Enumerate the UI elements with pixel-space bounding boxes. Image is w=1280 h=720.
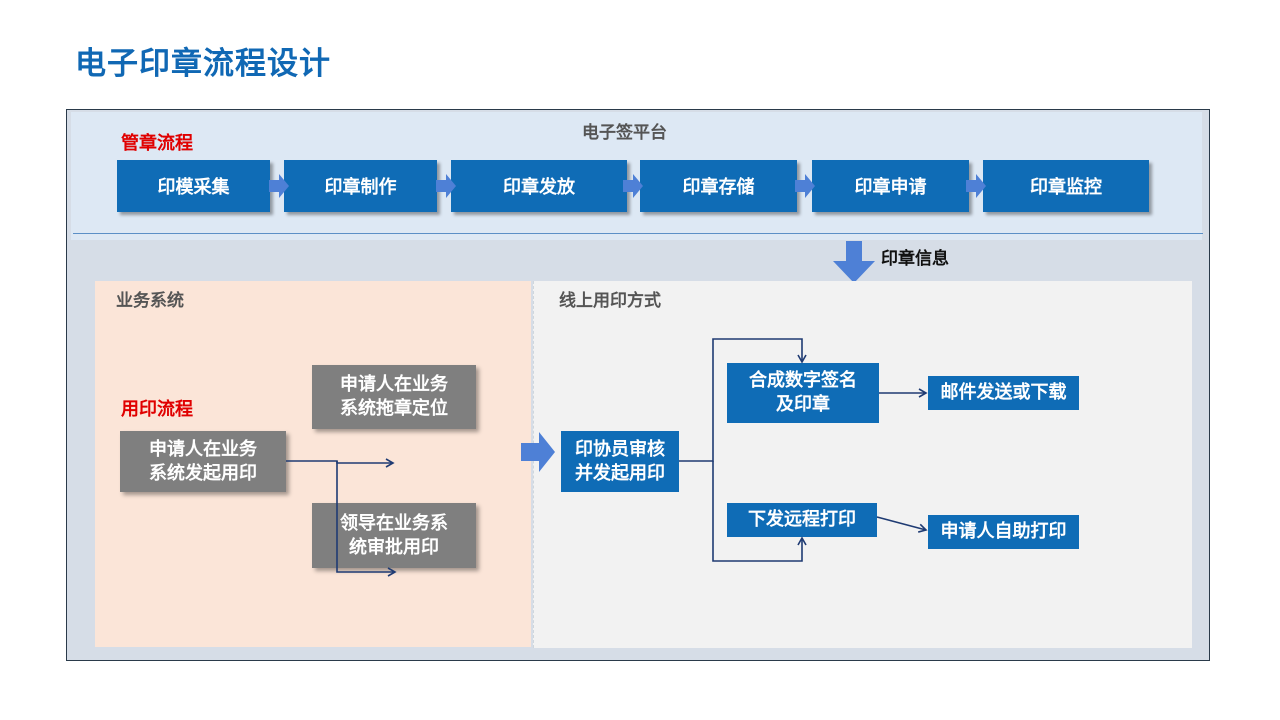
- drag-seal-position-box[interactable]: 申请人在业务系统拖章定位: [312, 365, 476, 429]
- arrow-right-icon: [521, 432, 555, 472]
- business-system-title: 业务系统: [116, 291, 184, 311]
- leader-approval-box[interactable]: 领导在业务系统审批用印: [312, 503, 476, 568]
- step-label: 印章存储: [682, 177, 755, 198]
- box-label: 邮件发送或下载: [940, 382, 1067, 403]
- platform-divider: [73, 233, 1203, 234]
- step-seal-mold-collection[interactable]: 印模采集: [117, 160, 270, 212]
- connector-to-self-print: [876, 516, 928, 533]
- page-title: 电子印章流程设计: [75, 46, 331, 82]
- arrow-right-icon: [436, 174, 456, 198]
- connector-to-remote-print: [712, 461, 807, 562]
- box-line: 系统发起用印: [149, 462, 257, 484]
- step-label: 印章制作: [324, 177, 397, 198]
- email-or-download-box[interactable]: 邮件发送或下载: [928, 376, 1079, 410]
- step-label: 印章发放: [503, 177, 575, 198]
- platform-title: 电子签平台: [582, 123, 667, 143]
- arrow-down-icon: [833, 241, 875, 283]
- step-label: 印章申请: [854, 177, 927, 198]
- box-line: 申请人在业务: [149, 438, 257, 460]
- box-line: 统审批用印: [349, 536, 439, 558]
- step-seal-application[interactable]: 印章申请: [812, 160, 969, 212]
- box-line: 印协员审核: [575, 438, 665, 460]
- seal-info-label: 印章信息: [881, 249, 949, 269]
- step-seal-production[interactable]: 印章制作: [284, 160, 437, 212]
- connector-to-compose: [679, 338, 807, 462]
- connector-to-drag-seal: [286, 458, 395, 468]
- step-seal-monitoring[interactable]: 印章监控: [983, 160, 1149, 212]
- self-service-print-box[interactable]: 申请人自助打印: [928, 515, 1079, 549]
- arrow-right-icon: [269, 174, 289, 198]
- step-label: 印章监控: [1030, 177, 1102, 198]
- seal-management-label: 管章流程: [121, 133, 193, 154]
- box-line: 及印章: [776, 394, 830, 415]
- box-line: 申请人在业务: [340, 374, 448, 395]
- seal-officer-review-box[interactable]: 印协员审核并发起用印: [561, 431, 679, 492]
- remote-print-box[interactable]: 下发远程打印: [727, 503, 877, 537]
- arrow-right-icon: [623, 174, 643, 198]
- connector-to-approval: [336, 461, 397, 577]
- box-label: 申请人自助打印: [940, 521, 1067, 542]
- box-label: 下发远程打印: [748, 509, 856, 530]
- online-seal-title: 线上用印方式: [559, 291, 661, 311]
- step-seal-storage[interactable]: 印章存储: [640, 160, 797, 212]
- box-line: 合成数字签名: [749, 370, 857, 391]
- seal-usage-process-label: 用印流程: [121, 399, 193, 420]
- arrow-right-icon: [966, 174, 986, 198]
- box-line: 系统拖章定位: [340, 398, 448, 419]
- initiate-seal-request-box[interactable]: 申请人在业务系统发起用印: [120, 431, 286, 492]
- compose-signature-box[interactable]: 合成数字签名及印章: [727, 363, 879, 423]
- box-line: 领导在业务系: [340, 512, 448, 534]
- arrow-right-icon: [795, 174, 815, 198]
- step-label: 印模采集: [157, 177, 230, 198]
- box-line: 并发起用印: [575, 462, 665, 484]
- step-seal-issuance[interactable]: 印章发放: [451, 160, 627, 212]
